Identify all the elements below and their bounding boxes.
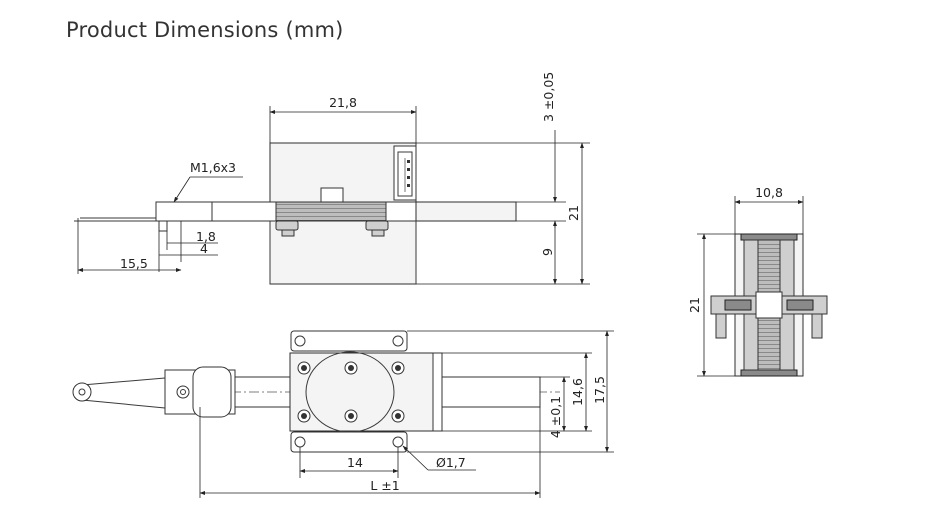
dim-width-top: 21,8: [329, 95, 357, 110]
page-title: Product Dimensions (mm): [66, 18, 344, 42]
coil: [275, 201, 387, 222]
dim-hole-diameter: Ø1,7: [436, 455, 466, 470]
plan-view: 14 Ø1,7 L ±1 4 ±0,1 14,6 17,5: [72, 330, 614, 498]
dim-hole-spacing: 14: [347, 455, 363, 470]
dim-rail-offset: 4 ±0,1: [548, 396, 563, 438]
carriage-block: [155, 201, 213, 222]
dim-lower: 9: [540, 248, 555, 256]
dim-top-offset: 3 ±0,05: [541, 72, 556, 122]
plan-block: [289, 352, 437, 432]
side-view: 10,8 21: [687, 185, 828, 377]
dim-small-b: 4: [200, 241, 208, 256]
top-view: 21,8 3 ±0,05 21 9 M1,6x3 1,8 4 15,5: [74, 72, 590, 285]
dim-side-width: 10,8: [755, 185, 783, 200]
dim-length: L ±1: [370, 478, 399, 493]
dim-small-a: 1,8: [196, 229, 216, 244]
dim-height-top: 21: [566, 205, 581, 221]
thread-label: M1,6x3: [190, 160, 236, 175]
dim-left: 15,5: [120, 256, 148, 271]
dim-side-height: 21: [687, 297, 702, 313]
top-block: [320, 187, 344, 203]
dim-outer-height: 17,5: [592, 376, 607, 404]
dim-inner-height: 14,6: [570, 378, 585, 406]
